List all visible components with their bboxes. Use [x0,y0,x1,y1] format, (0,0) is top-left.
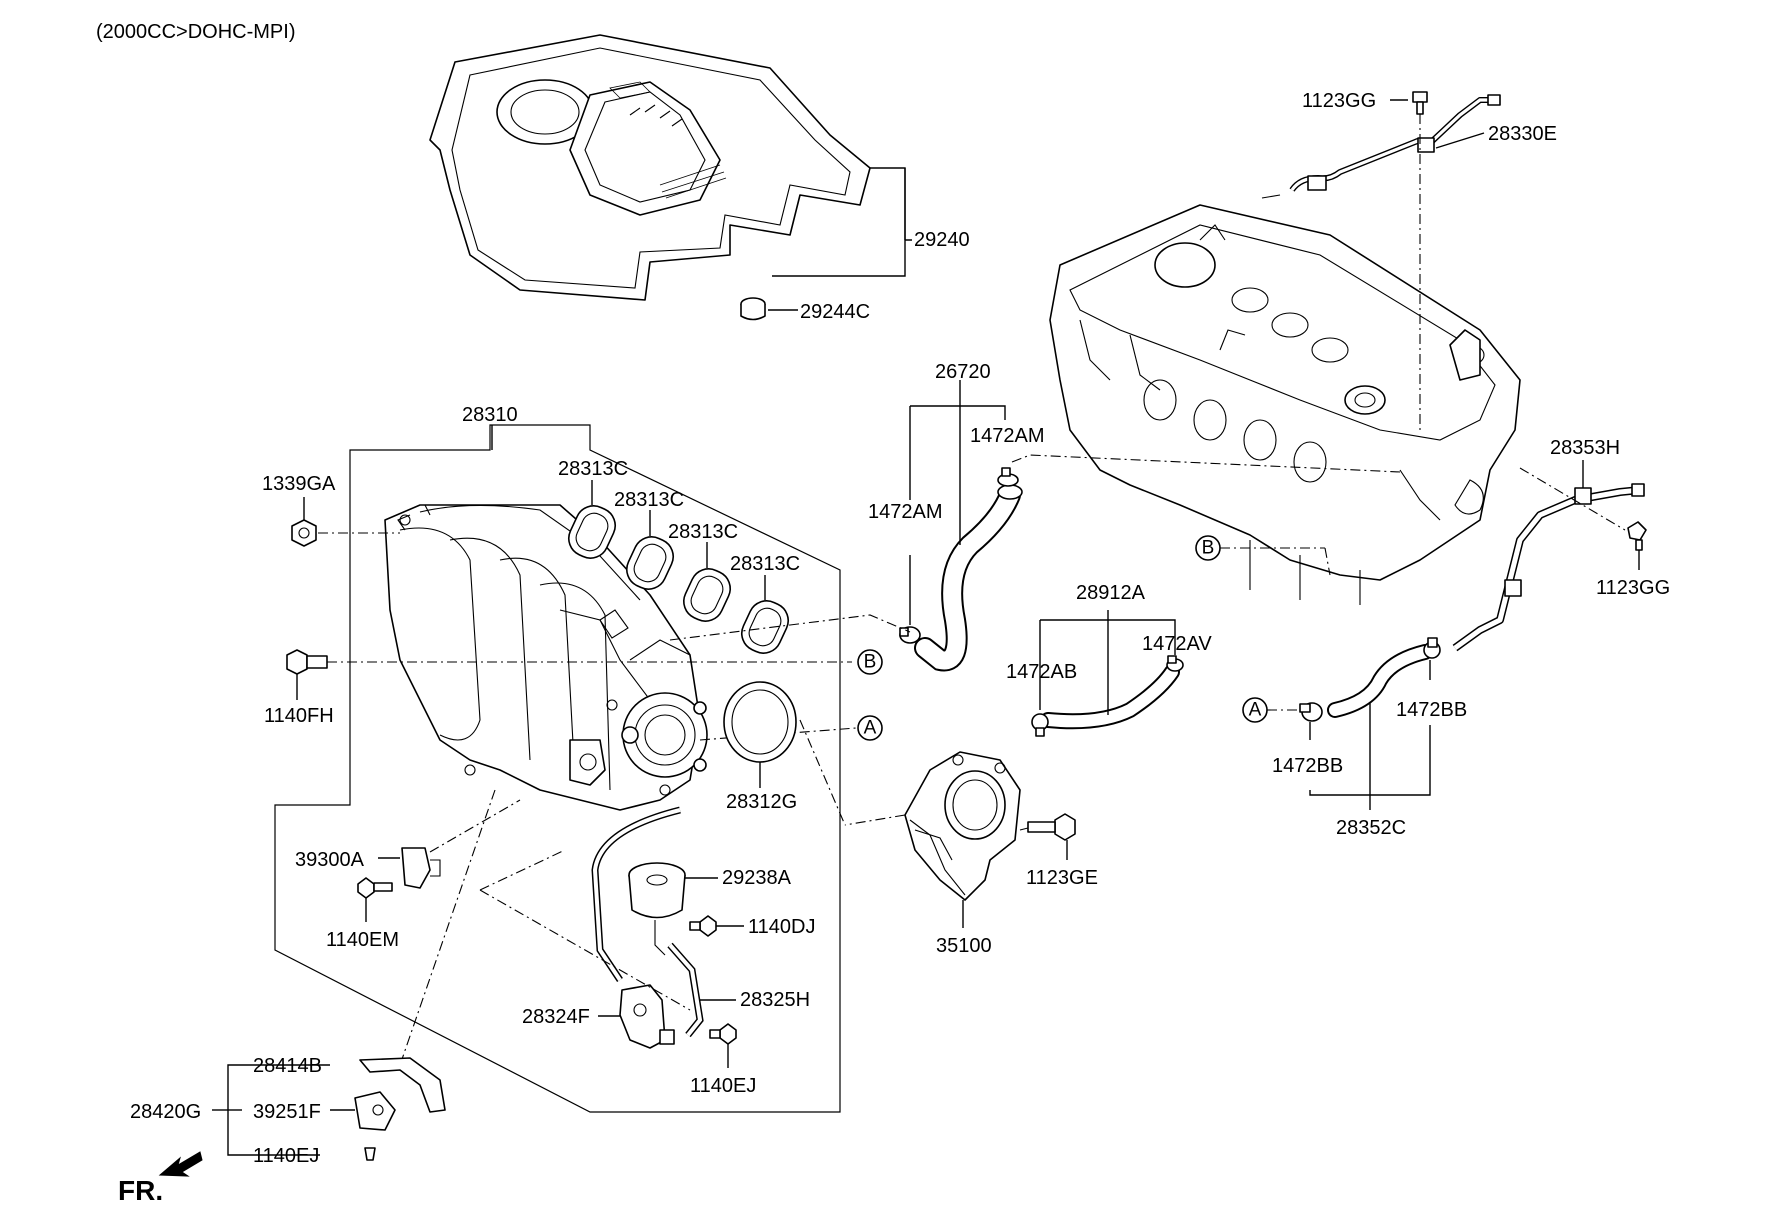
pipe-28353h-drawing [1452,483,1645,652]
label-28353h: 28353H [1550,437,1620,459]
label-35100: 35100 [936,935,992,957]
clamp-1472am-top-drawing [997,467,1019,487]
hose-28325h-drawing [591,806,704,1038]
label-39251f: 39251F [253,1101,321,1123]
ref-b-right: B [1195,535,1221,561]
label-1123ge: 1123GE [1026,867,1098,889]
svg-text:A: A [864,718,877,739]
hose-28352c-drawing [1327,644,1433,718]
bolt-1140fh-drawing [286,649,328,675]
valve-28324f-drawing [619,984,675,1049]
label-28312g: 28312G [726,791,797,813]
clamp-1472am-bottom-drawing [899,626,921,644]
hose-28912a-drawing [1040,664,1180,730]
label-1140ej-1: 1140EJ [690,1075,756,1097]
label-28420g: 28420G [130,1101,201,1123]
front-arrow-icon [158,1151,203,1177]
label-28324f: 28324F [522,1006,590,1028]
label-1140fh: 1140FH [264,705,334,727]
plug-29244c-drawing [740,297,766,321]
label-28313c-4: 28313C [730,553,800,575]
bolt-1140dj-drawing [689,915,717,937]
label-1123gg-top: 1123GG [1302,90,1376,112]
label-28325h: 28325H [740,989,810,1011]
ref-b-left: B [857,649,883,675]
ref-a-left: A [857,715,883,741]
gaskets-28313c-drawing [568,505,789,654]
bracket-28414b-drawing [354,1057,446,1161]
label-1472bb-1: 1472BB [1272,755,1343,777]
label-28313c-3: 28313C [668,521,738,543]
label-28310: 28310 [462,404,518,426]
svg-text:B: B [864,652,877,673]
solenoid-29238a-drawing [628,862,686,956]
svg-text:B: B [1202,538,1215,559]
pipe-28330e-drawing [1261,94,1501,199]
label-28414b: 28414B [253,1055,322,1077]
label-39300a: 39300A [295,849,365,871]
intake-manifold-drawing [384,504,708,811]
front-label: FR. [118,1175,163,1206]
gasket-28312g-drawing [723,681,797,763]
label-1472bb-2: 1472BB [1396,699,1467,721]
bolt-1140ej-1-drawing [709,1023,737,1045]
label-1140ej-2: 1140EJ [253,1145,319,1167]
label-28352c: 28352C [1336,817,1406,839]
sensor-39300a-drawing [401,847,441,889]
bolt-1123ge-drawing [1027,813,1076,841]
label-1339ga: 1339GA [262,473,336,495]
engine-spec-heading: (2000CC>DOHC-MPI) [96,21,295,43]
label-1140em: 1140EM [326,929,399,951]
label-1472ab: 1472AB [1006,661,1077,683]
assembly-outline-28310 [274,424,841,1113]
label-28313c-2: 28313C [614,489,684,511]
svg-text:A: A [1249,700,1262,721]
throttle-body-35100-drawing [904,751,1021,901]
clamp-1472av-drawing [1166,655,1184,672]
engine-cover-drawing [429,34,871,301]
clamp-1472bb-left-drawing [1299,702,1323,722]
label-1472av: 1472AV [1142,633,1212,655]
bolt-1140em-drawing [357,877,393,899]
bolt-1123gg-right-drawing [1627,521,1647,551]
label-29244c: 29244C [800,301,870,323]
ref-a-right: A [1242,697,1268,723]
label-28330e: 28330E [1488,123,1557,145]
label-29240: 29240 [914,229,970,251]
clamp-1472ab-drawing [1031,713,1049,737]
label-1472am-1: 1472AM [970,425,1045,447]
label-29238a: 29238A [722,867,792,889]
nut-1339ga-drawing [291,519,317,547]
label-28912a: 28912A [1076,582,1146,604]
label-1472am-2: 1472AM [868,501,943,523]
label-26720: 26720 [935,361,991,383]
label-1140dj: 1140DJ [748,916,815,938]
cylinder-head-drawing [1049,204,1521,605]
clamp-1472bb-right-drawing [1423,637,1441,659]
label-1123gg-right: 1123GG [1596,577,1670,599]
bolt-1123gg-top-drawing [1412,91,1428,115]
label-28313c-1: 28313C [558,458,628,480]
